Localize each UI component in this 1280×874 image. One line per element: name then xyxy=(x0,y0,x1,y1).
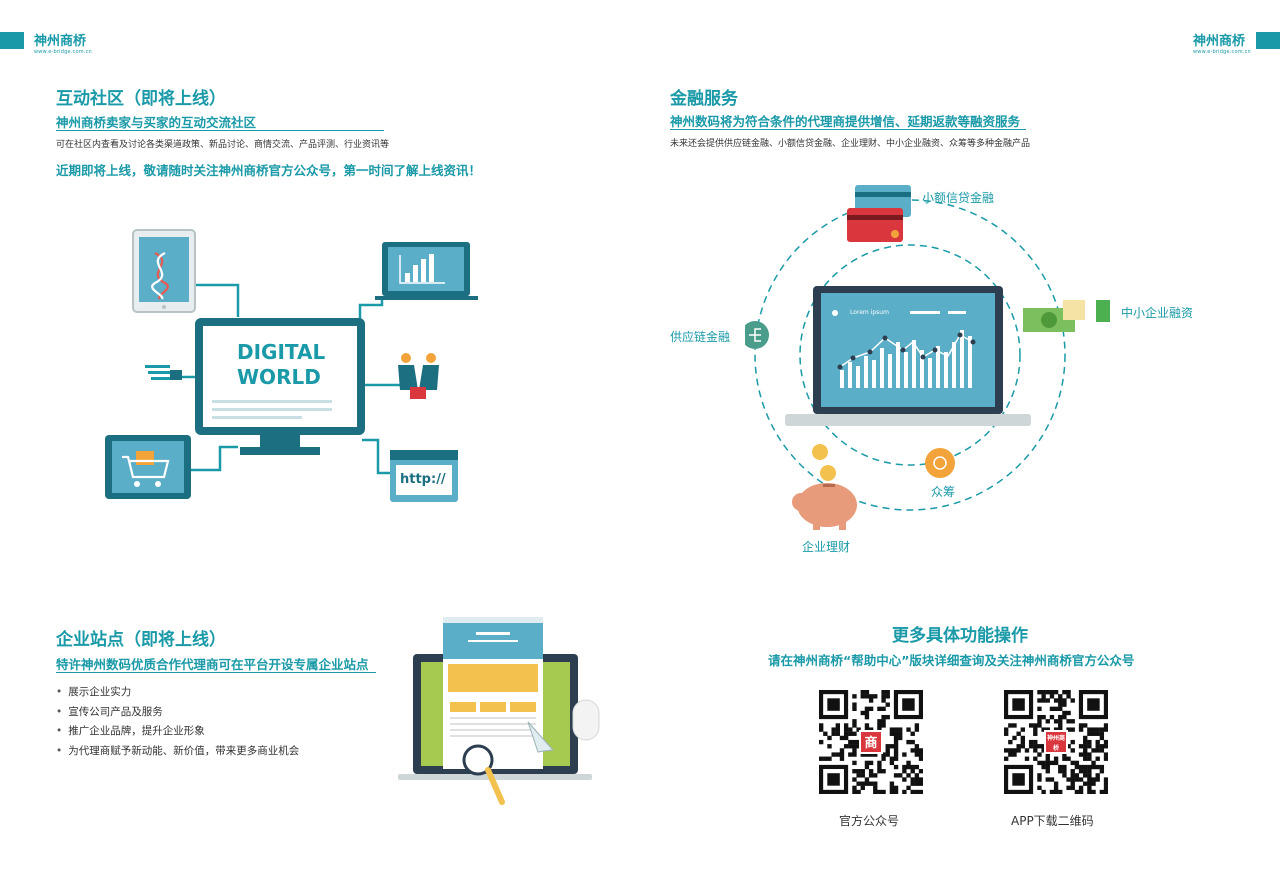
tablet-dna-icon xyxy=(132,229,196,313)
qr-code-official: 商 xyxy=(819,690,924,795)
outer-dashed-ring xyxy=(754,199,1066,511)
site-title: 企业站点（即将上线） xyxy=(56,630,226,650)
piggy-bank-icon xyxy=(792,483,857,530)
qr-app-center: 神州商桥 xyxy=(1044,730,1068,754)
label-sme-financing: 中小企业融资 xyxy=(1121,306,1194,320)
finance-desc: 未来还会提供供应链金融、小额信贷金融、企业理财、中小企业融资、众筹等多种金融产品 xyxy=(670,139,1031,149)
shopping-cart-tablet-icon xyxy=(105,435,191,499)
logo-right-text: 神州商桥 xyxy=(1193,34,1246,49)
chat-icon xyxy=(145,365,182,380)
screen-text-digital: DIGITAL xyxy=(237,340,326,364)
site-bullet: 为代理商赋予新动能、新价值，带来更多商业机会 xyxy=(56,743,299,763)
finance-title: 金融服务 xyxy=(670,89,738,109)
finance-illustration xyxy=(745,185,1110,530)
enterprise-site-illustration xyxy=(398,617,600,805)
community-subtitle: 神州商桥卖家与买家的互动交流社区 xyxy=(56,115,257,130)
digital-world-illustration xyxy=(105,229,478,502)
qr-app-caption: APP下载二维码 xyxy=(1011,814,1094,828)
qr-code-app: 神州商桥 xyxy=(1004,690,1109,795)
crowdfunding-icon xyxy=(925,448,955,478)
finance-trend-points xyxy=(837,332,976,370)
logo-left: 神州商桥 www.e-bridge.com.cn xyxy=(34,30,92,55)
qr-official-pattern xyxy=(819,690,924,795)
laptop-chart-icon xyxy=(375,242,478,300)
header-right-bar xyxy=(1256,32,1280,49)
money-icon xyxy=(1023,300,1110,332)
finance-screen-text: Lorem ipsum xyxy=(850,309,889,316)
site-bullet-list: 展示企业实力 宣传公司产品及服务 推广企业品牌，提升企业形象 为代理商赋予新动能… xyxy=(56,684,299,762)
qr-official-caption: 官方公众号 xyxy=(839,814,900,828)
site-bullet: 展示企业实力 xyxy=(56,684,299,704)
site-bullet: 推广企业品牌，提升企业形象 xyxy=(56,723,299,743)
label-crowdfunding: 众筹 xyxy=(931,485,956,499)
community-notice: 近期即将上线，敬请随时关注神州商桥官方公众号，第一时间了解上线资讯！ xyxy=(56,163,482,178)
finance-trend-line xyxy=(839,333,974,368)
site-bullet: 宣传公司产品及服务 xyxy=(56,704,299,724)
browser-http-icon xyxy=(390,450,458,502)
logo-left-url: www.e-bridge.com.cn xyxy=(34,49,92,55)
credit-cards-icon xyxy=(847,185,911,242)
label-micro-credit: 小额信贷金融 xyxy=(922,191,995,205)
header-left-bar xyxy=(0,32,24,49)
more-subtitle: 请在神州商桥“帮助中心”版块详细查询及关注神州商桥官方公众号 xyxy=(768,653,1135,668)
coins-icon xyxy=(812,444,836,481)
label-supply-chain: 供应链金融 xyxy=(670,330,731,344)
more-title: 更多具体功能操作 xyxy=(892,626,1028,646)
qr-app-pattern xyxy=(1004,690,1109,795)
screen-text-world: WORLD xyxy=(237,365,321,389)
logo-left-text: 神州商桥 xyxy=(34,34,87,49)
label-wealth: 企业理财 xyxy=(802,540,851,554)
finance-chart-bars xyxy=(840,330,972,388)
qr-official-center: 商 xyxy=(859,730,883,754)
finance-underline xyxy=(670,129,1026,130)
site-subtitle: 特许神州数码优质合作代理商可在平台开设专属企业站点 xyxy=(56,657,369,672)
community-underline xyxy=(56,130,384,131)
community-desc: 可在社区内查看及讨论各类渠道政策、新品讨论、商情交流、产品评测、行业资讯等 xyxy=(56,140,390,150)
main-monitor xyxy=(195,318,365,455)
site-underline xyxy=(56,672,376,673)
handshake-icon xyxy=(398,353,439,399)
browser-url-text: http:// xyxy=(400,472,446,487)
finance-subtitle: 神州数码将为符合条件的代理商提供增信、延期返款等融资服务 xyxy=(670,114,1021,129)
inner-dashed-ring xyxy=(799,244,1021,466)
logo-right-url: www.e-bridge.com.cn xyxy=(1193,49,1251,55)
logo-right: 神州商桥 www.e-bridge.com.cn xyxy=(1193,30,1251,55)
community-title: 互动社区（即将上线） xyxy=(56,89,226,109)
